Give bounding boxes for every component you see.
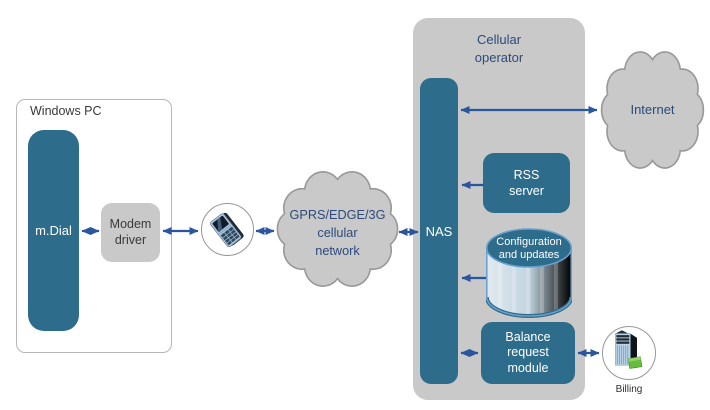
config-db-cylinder — [486, 228, 572, 318]
mdial-node: m.Dial — [28, 130, 79, 331]
nas-label: NAS — [425, 223, 453, 239]
nas-node: NAS — [420, 78, 458, 384]
gprs-cloud-shape — [272, 167, 403, 291]
cellular-operator-title: Cellular operator — [474, 32, 524, 66]
billing-node — [602, 326, 656, 380]
gprs-cloud-label: GPRS/EDGE/3G cellular network — [289, 208, 386, 259]
modem-driver-label: Modem driver — [109, 216, 152, 247]
internet-cloud-label: Internet — [630, 102, 675, 117]
rss-server-node: RSS server — [483, 153, 570, 213]
mobile-phone-icon — [210, 212, 244, 248]
balance-module-label: Balance request module — [505, 329, 551, 375]
balance-module-node: Balance request module — [481, 322, 575, 384]
billing-label: Billing — [615, 384, 643, 395]
billing-server-icon — [614, 330, 643, 369]
windows-pc-title: Windows PC — [30, 104, 102, 118]
mdial-label: m.Dial — [35, 223, 72, 238]
rss-server-label: RSS server — [509, 167, 544, 198]
modem-driver-node: Modem driver — [101, 203, 160, 262]
config-db-label: Configuration and updates — [496, 236, 562, 262]
internet-cloud-shape — [597, 47, 708, 173]
mobile-phone-node — [201, 203, 254, 256]
